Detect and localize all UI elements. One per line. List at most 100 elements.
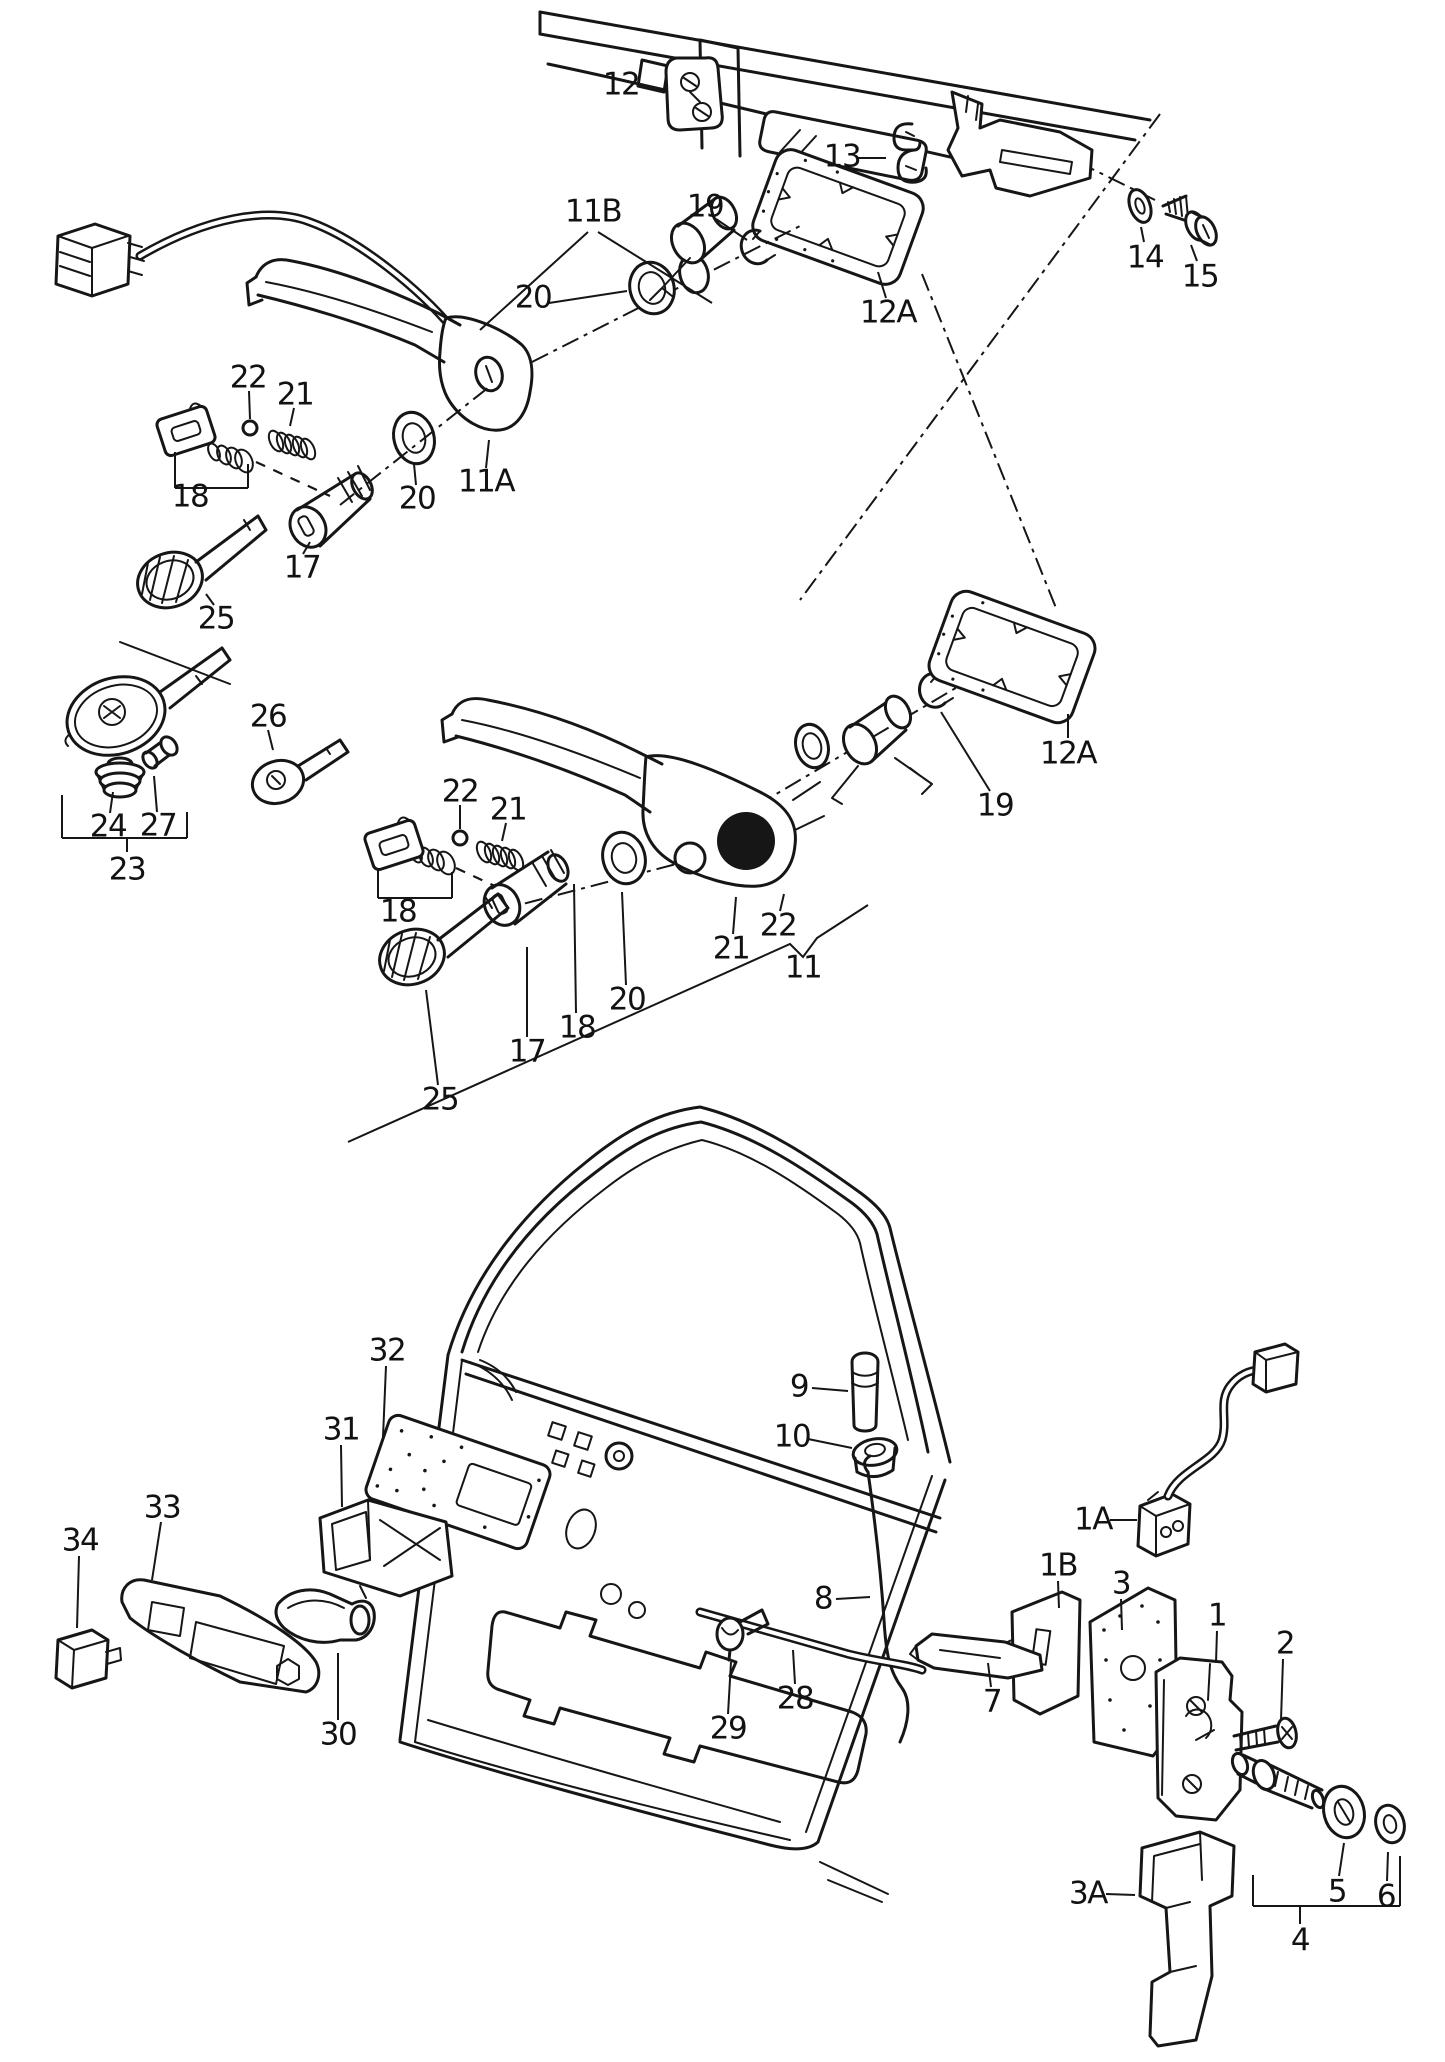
part-label-32-31: 32 xyxy=(368,1332,407,1369)
part-label-21-9: 21 xyxy=(276,376,315,413)
part-label-22-19: 22 xyxy=(441,773,480,810)
part-label-25-14: 25 xyxy=(197,600,236,637)
pin-22-front xyxy=(241,419,259,437)
part-label-7-46: 7 xyxy=(982,1683,1003,1720)
bracket-plate-1b xyxy=(997,1590,1082,1716)
group-line-11b xyxy=(479,231,713,331)
screw-15 xyxy=(1161,194,1218,247)
connector-plug xyxy=(54,222,145,298)
part-label-12a-30: 12A xyxy=(1039,735,1098,772)
lock-rod-8 xyxy=(863,1454,910,1744)
key-23 xyxy=(64,646,232,757)
front-handle-assembly xyxy=(54,195,801,610)
part-label-30-35: 30 xyxy=(319,1716,358,1753)
part-label-21-20: 21 xyxy=(489,791,528,828)
spring-21-front xyxy=(267,429,317,461)
bracket-18-front xyxy=(174,452,249,489)
handle-lever-30 xyxy=(274,1588,376,1644)
microswitch-1a xyxy=(1136,1491,1192,1558)
part-label-17-13: 17 xyxy=(283,549,322,586)
redaction-dot xyxy=(717,812,775,870)
leader-lines xyxy=(76,85,1389,1896)
clip-18-front xyxy=(155,402,217,458)
part-label-23-18: 23 xyxy=(108,851,147,888)
part-label-1b-42: 1B xyxy=(1039,1547,1079,1584)
pin-22-rear xyxy=(451,829,469,847)
part-label-11-28: 11 xyxy=(784,949,823,986)
hinge-bracket xyxy=(946,90,1094,198)
interior-handle-cluster xyxy=(54,1413,552,1694)
part-label-18-24: 18 xyxy=(558,1009,597,1046)
part-label-9-36: 9 xyxy=(789,1368,810,1405)
housing-31 xyxy=(318,1498,454,1599)
lock-cluster xyxy=(909,1342,1406,2048)
lever-7 xyxy=(909,1632,1044,1680)
bezel-33 xyxy=(120,1578,321,1694)
part-label-1-44: 1 xyxy=(1207,1597,1228,1634)
bezel-20-front xyxy=(392,410,436,466)
part-label-12a-2: 12A xyxy=(859,294,918,331)
grommet-10 xyxy=(851,1437,899,1478)
washer-5 xyxy=(1322,1784,1366,1840)
switch-connector xyxy=(1251,1342,1300,1394)
part-label-6-49: 6 xyxy=(1376,1878,1397,1915)
part-label-3a-47: 3A xyxy=(1069,1875,1108,1912)
outer-handle-front xyxy=(245,258,534,432)
clip-18-rear xyxy=(363,816,425,872)
part-label-20-11: 20 xyxy=(398,480,437,517)
part-label-14-3: 14 xyxy=(1126,239,1165,276)
part-label-28-39: 28 xyxy=(776,1680,815,1717)
part-label-31-32: 31 xyxy=(322,1411,361,1448)
part-label-11a-12: 11A xyxy=(457,463,516,500)
part-label-2-45: 2 xyxy=(1275,1625,1296,1662)
stud-bolt-4 xyxy=(1230,1751,1326,1810)
clip-29 xyxy=(715,1608,770,1662)
panel-opening xyxy=(486,1610,868,1785)
key-25-rear xyxy=(378,892,510,987)
door-frame xyxy=(398,1105,952,1903)
door-top-panel xyxy=(538,10,1152,198)
part-label-27-17: 27 xyxy=(139,807,178,844)
key-26 xyxy=(250,738,350,806)
rear-handle-assembly xyxy=(347,589,1097,1143)
bracket-18-rear xyxy=(377,868,453,899)
bulb-27 xyxy=(141,735,179,770)
gasket-12a-rear xyxy=(927,589,1097,725)
rosette-rear xyxy=(794,722,830,770)
washer-6 xyxy=(1374,1803,1406,1845)
part-label-20-7: 20 xyxy=(514,279,553,316)
part-label-3-43: 3 xyxy=(1111,1565,1132,1602)
part-label-19-29: 19 xyxy=(976,787,1015,824)
bezel-ring-20-rear xyxy=(601,830,647,886)
part-label-18-10: 18 xyxy=(171,478,210,515)
part-label-19-6: 19 xyxy=(686,188,725,225)
part-label-34-34: 34 xyxy=(61,1522,100,1559)
cap-34 xyxy=(54,1628,122,1690)
part-label-22-27: 22 xyxy=(759,907,798,944)
lock-knob-9 xyxy=(850,1351,880,1433)
part-label-12-0: 12 xyxy=(602,66,641,103)
door-lock-1 xyxy=(1154,1656,1244,1822)
cap-24 xyxy=(94,756,146,799)
part-label-10-37: 10 xyxy=(773,1418,812,1455)
part-label-4-50: 4 xyxy=(1290,1922,1311,1959)
bracket-4 xyxy=(1252,1856,1401,1924)
part-label-11b-5: 11B xyxy=(564,193,623,230)
clip-12 xyxy=(664,56,724,132)
part-label-13-1: 13 xyxy=(823,138,862,175)
bezel-ring-20-top xyxy=(628,260,676,316)
part-label-1a-41: 1A xyxy=(1074,1501,1113,1538)
cover-3a xyxy=(1138,1830,1236,2048)
clip-13 xyxy=(892,122,928,184)
part-label-20-25: 20 xyxy=(608,981,647,1018)
conical-spring-front xyxy=(207,442,254,474)
lock-cylinder-17-rear xyxy=(482,849,570,927)
part-label-26-15: 26 xyxy=(249,698,288,735)
panel-holes xyxy=(547,1421,646,1619)
part-label-15-4: 15 xyxy=(1181,258,1220,295)
part-label-22-8: 22 xyxy=(229,359,268,396)
part-label-8-38: 8 xyxy=(813,1580,834,1617)
part-label-21-26: 21 xyxy=(712,930,751,967)
